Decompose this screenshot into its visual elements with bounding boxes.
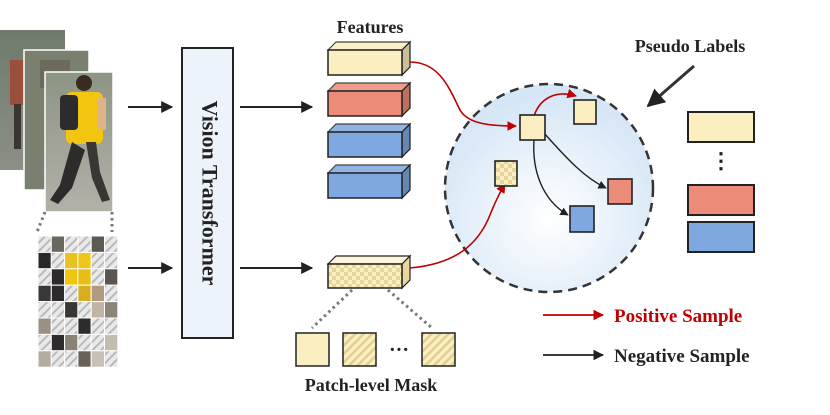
masked-patch-cell bbox=[104, 251, 119, 270]
visible-patch-cell bbox=[77, 317, 92, 335]
visible-patch-cell bbox=[50, 284, 66, 303]
masked-patch-cell bbox=[64, 317, 79, 335]
legend: Positive Sample Negative Sample bbox=[543, 306, 750, 367]
masked-patch-cell bbox=[104, 350, 119, 368]
visible-patch-cell bbox=[37, 284, 52, 303]
masked-patch-cell bbox=[64, 350, 79, 368]
pseudo-label-cluster bbox=[443, 82, 655, 294]
features-label: Features bbox=[337, 17, 404, 37]
masked-patch-cell bbox=[104, 317, 119, 335]
masked-node bbox=[494, 160, 518, 187]
masked-patch-cell bbox=[104, 284, 119, 303]
visible-patch-cell bbox=[90, 284, 105, 303]
patch-level-mask-label: Patch-level Mask bbox=[305, 375, 437, 395]
visible-patch-cell bbox=[90, 235, 105, 253]
negative-arrow-anchor-to-red bbox=[543, 132, 607, 189]
visible-patch-cell bbox=[77, 350, 92, 368]
visible-patch-cell bbox=[104, 301, 119, 319]
visible-patch-cell bbox=[77, 251, 92, 270]
negative-node-red bbox=[607, 178, 633, 205]
masked-feature-to-patches-left bbox=[310, 288, 354, 330]
mask-patch-visible bbox=[295, 332, 330, 367]
masked-patch-cell bbox=[50, 350, 66, 368]
masked-patch-cell bbox=[77, 333, 92, 352]
masked-patch-cell bbox=[37, 235, 52, 253]
feature-blue-2 bbox=[326, 163, 412, 200]
legend-negative-label: Negative Sample bbox=[614, 346, 750, 367]
input-image-stack bbox=[0, 30, 114, 213]
pseudo-label-red bbox=[687, 184, 755, 216]
positive-arrow-anchor-to-positive bbox=[533, 88, 577, 117]
masked-patch-cell bbox=[77, 301, 92, 319]
feature-red bbox=[326, 81, 412, 118]
pseudo-labels-label: Pseudo Labels bbox=[635, 36, 746, 56]
masked-feature-bar bbox=[326, 254, 412, 290]
negative-arrow-anchor-to-blue bbox=[533, 139, 569, 216]
visible-patch-cell bbox=[37, 317, 52, 335]
anchor-node bbox=[519, 114, 546, 141]
masked-patch-cell bbox=[90, 251, 105, 270]
visible-patch-cell bbox=[90, 301, 105, 319]
visible-patch-cell bbox=[104, 333, 119, 352]
pseudo-label-blue bbox=[687, 221, 755, 253]
masked-patch-cell bbox=[90, 333, 105, 352]
positive-arrow-feature-to-anchor bbox=[409, 61, 517, 131]
feature-blue-1 bbox=[326, 122, 412, 159]
visible-patch-cell bbox=[37, 350, 52, 368]
feature-yellow bbox=[326, 40, 412, 77]
visible-patch-cell bbox=[64, 301, 79, 319]
masked-patch-cell bbox=[37, 333, 52, 352]
masked-patch-cell bbox=[50, 301, 66, 319]
visible-patch-cell bbox=[77, 268, 92, 286]
masked-patch-cell bbox=[90, 268, 105, 286]
visible-patch-cell bbox=[90, 350, 105, 368]
pseudo-label-yellow bbox=[687, 111, 755, 143]
negative-node-blue bbox=[569, 205, 595, 233]
person-image-front bbox=[44, 71, 114, 213]
visible-patch-cell bbox=[64, 333, 79, 352]
feature-stack bbox=[326, 40, 412, 200]
visible-patch-cell bbox=[64, 268, 79, 286]
positive-node bbox=[573, 99, 597, 125]
image-to-patches-connector-left bbox=[35, 211, 47, 233]
vision-transformer-block: Vision Transformer bbox=[181, 47, 234, 339]
patch-level-mask: ··· bbox=[295, 332, 456, 367]
masked-patch-cell bbox=[37, 268, 52, 286]
masked-patch-cell bbox=[37, 301, 52, 319]
visible-patch-cell bbox=[37, 251, 52, 270]
vision-transformer-label: Vision Transformer bbox=[197, 101, 222, 286]
positive-arrow-masked-to-sample bbox=[409, 183, 506, 269]
visible-patch-cell bbox=[104, 268, 119, 286]
visible-patch-cell bbox=[50, 333, 66, 352]
masked-patch-cell bbox=[77, 235, 92, 253]
masked-patch-cell bbox=[90, 317, 105, 335]
masked-feature-to-patches-right bbox=[387, 288, 433, 330]
masked-patch-cell bbox=[50, 251, 66, 270]
masked-patch-cell bbox=[104, 235, 119, 253]
visible-patch-cell bbox=[50, 235, 66, 253]
visible-patch-cell bbox=[50, 268, 66, 286]
mask-patch-masked-1 bbox=[342, 332, 377, 367]
pseudo-labels-pointer-arrow bbox=[646, 64, 695, 108]
visible-patch-cell bbox=[77, 284, 92, 303]
pseudo-label-vdots: ⋮ bbox=[710, 148, 732, 173]
masked-patch-cell bbox=[64, 284, 79, 303]
masked-patch-cell bbox=[50, 317, 66, 335]
visible-patch-cell bbox=[64, 251, 79, 270]
mask-patch-ellipsis: ··· bbox=[389, 339, 409, 361]
masked-patch-grid bbox=[37, 235, 119, 368]
mask-patch-masked-2 bbox=[421, 332, 456, 367]
pseudo-label-stack: ⋮ bbox=[687, 111, 755, 253]
legend-positive-label: Positive Sample bbox=[614, 306, 742, 327]
masked-patch-cell bbox=[64, 235, 79, 253]
